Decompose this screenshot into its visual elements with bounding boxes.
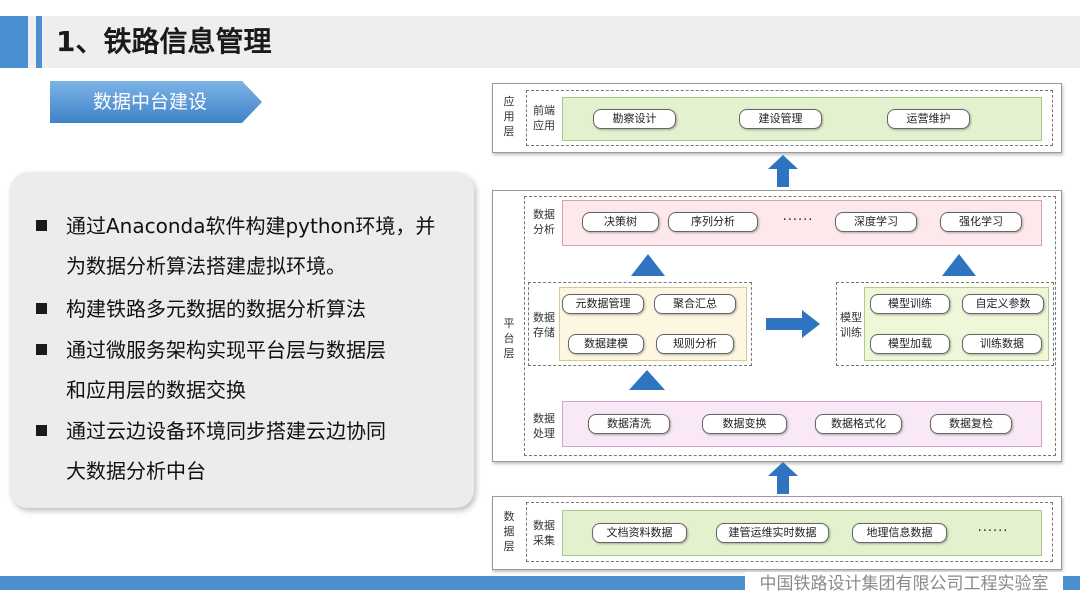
bullet-item: 通过微服务架构实现平台层与数据层 和应用层的数据交换 bbox=[36, 336, 461, 406]
processing-item: 数据变换 bbox=[702, 414, 787, 434]
storage-item: 数据建模 bbox=[568, 334, 644, 354]
bullet-text: 通过云边设备环境同步搭建云边协同 bbox=[66, 419, 386, 443]
up-arrow-icon bbox=[631, 254, 665, 276]
up-arrow-icon bbox=[629, 370, 665, 390]
storage-sub-label: 数据存储 bbox=[533, 311, 555, 339]
storage-item: 规则分析 bbox=[656, 334, 734, 354]
bullet-square-icon bbox=[36, 425, 47, 436]
bullet-text: 为数据分析算法搭建虚拟环境。 bbox=[66, 254, 346, 278]
up-arrow-icon bbox=[768, 155, 798, 187]
app-layer-sub-label: 前端应用 bbox=[533, 104, 555, 132]
app-item: 运营维护 bbox=[887, 109, 970, 129]
training-item: 自定义参数 bbox=[962, 294, 1044, 314]
collect-item: 文档资料数据 bbox=[592, 523, 687, 543]
bullet-square-icon bbox=[36, 220, 47, 231]
storage-dashed-frame bbox=[528, 282, 752, 366]
data-layer-dashed-frame bbox=[526, 502, 1053, 562]
processing-item: 数据复检 bbox=[930, 414, 1012, 434]
platform-layer-dashed-frame bbox=[524, 196, 1056, 456]
processing-sub-label: 数据处理 bbox=[533, 412, 555, 440]
training-item: 模型训练 bbox=[870, 294, 950, 314]
app-layer-label: 应用层 bbox=[503, 95, 515, 138]
bullet-text: 通过Anaconda软件构建python环境，并 bbox=[66, 214, 436, 238]
bullet-item: 构建铁路多元数据的数据分析算法 bbox=[36, 295, 461, 325]
data-layer-label: 数据层 bbox=[503, 510, 515, 553]
section-tag-label: 数据中台建设 bbox=[92, 91, 207, 113]
analysis-item: 深度学习 bbox=[835, 212, 917, 232]
analysis-more-dots: ······ bbox=[782, 213, 814, 228]
bullet-text: 构建铁路多元数据的数据分析算法 bbox=[66, 297, 366, 321]
analysis-item: 强化学习 bbox=[940, 212, 1022, 232]
processing-item: 数据清洗 bbox=[588, 414, 670, 434]
bullet-item: 通过Anaconda软件构建python环境，并 为数据分析算法搭建虚拟环境。 bbox=[36, 212, 461, 278]
header-band bbox=[0, 16, 1080, 68]
section-tag-arrow bbox=[50, 81, 262, 123]
footer-text: 中国铁路设计集团有限公司工程实验室 bbox=[745, 572, 1063, 596]
bullet-text: 大数据分析中台 bbox=[66, 459, 206, 483]
training-item: 模型加载 bbox=[870, 334, 950, 354]
up-arrow-icon bbox=[768, 462, 798, 494]
processing-item: 数据格式化 bbox=[815, 414, 902, 434]
app-item: 建设管理 bbox=[739, 109, 822, 129]
training-item: 训练数据 bbox=[962, 334, 1042, 354]
app-layer-dashed-frame bbox=[526, 90, 1053, 146]
header-accent-bar bbox=[36, 16, 42, 68]
bullet-text: 和应用层的数据交换 bbox=[66, 378, 246, 402]
right-arrow-icon bbox=[766, 310, 820, 338]
app-item: 勘察设计 bbox=[593, 109, 676, 129]
storage-item: 元数据管理 bbox=[562, 294, 644, 314]
up-arrow-icon bbox=[942, 254, 976, 276]
bullet-square-icon bbox=[36, 303, 47, 314]
analysis-item: 序列分析 bbox=[668, 212, 758, 232]
storage-item: 聚合汇总 bbox=[654, 294, 736, 314]
training-dashed-frame bbox=[836, 282, 1054, 366]
bullet-square-icon bbox=[36, 344, 47, 355]
header-accent-block bbox=[0, 16, 28, 68]
bullet-text: 通过微服务架构实现平台层与数据层 bbox=[66, 338, 386, 362]
collect-item: 建管运维实时数据 bbox=[716, 523, 829, 543]
page-title: 1、铁路信息管理 bbox=[56, 25, 272, 58]
analysis-item: 决策树 bbox=[582, 212, 659, 232]
training-sub-label: 模型训练 bbox=[840, 311, 862, 339]
collect-more-dots: ······ bbox=[977, 524, 1009, 539]
bullet-card bbox=[10, 172, 474, 508]
bullet-item: 通过云边设备环境同步搭建云边协同 大数据分析中台 bbox=[36, 417, 461, 487]
analysis-sub-label: 数据分析 bbox=[533, 208, 555, 236]
platform-layer-label: 平台层 bbox=[503, 317, 515, 360]
data-layer-sub-label: 数据采集 bbox=[533, 519, 555, 547]
collect-item: 地理信息数据 bbox=[852, 523, 947, 543]
